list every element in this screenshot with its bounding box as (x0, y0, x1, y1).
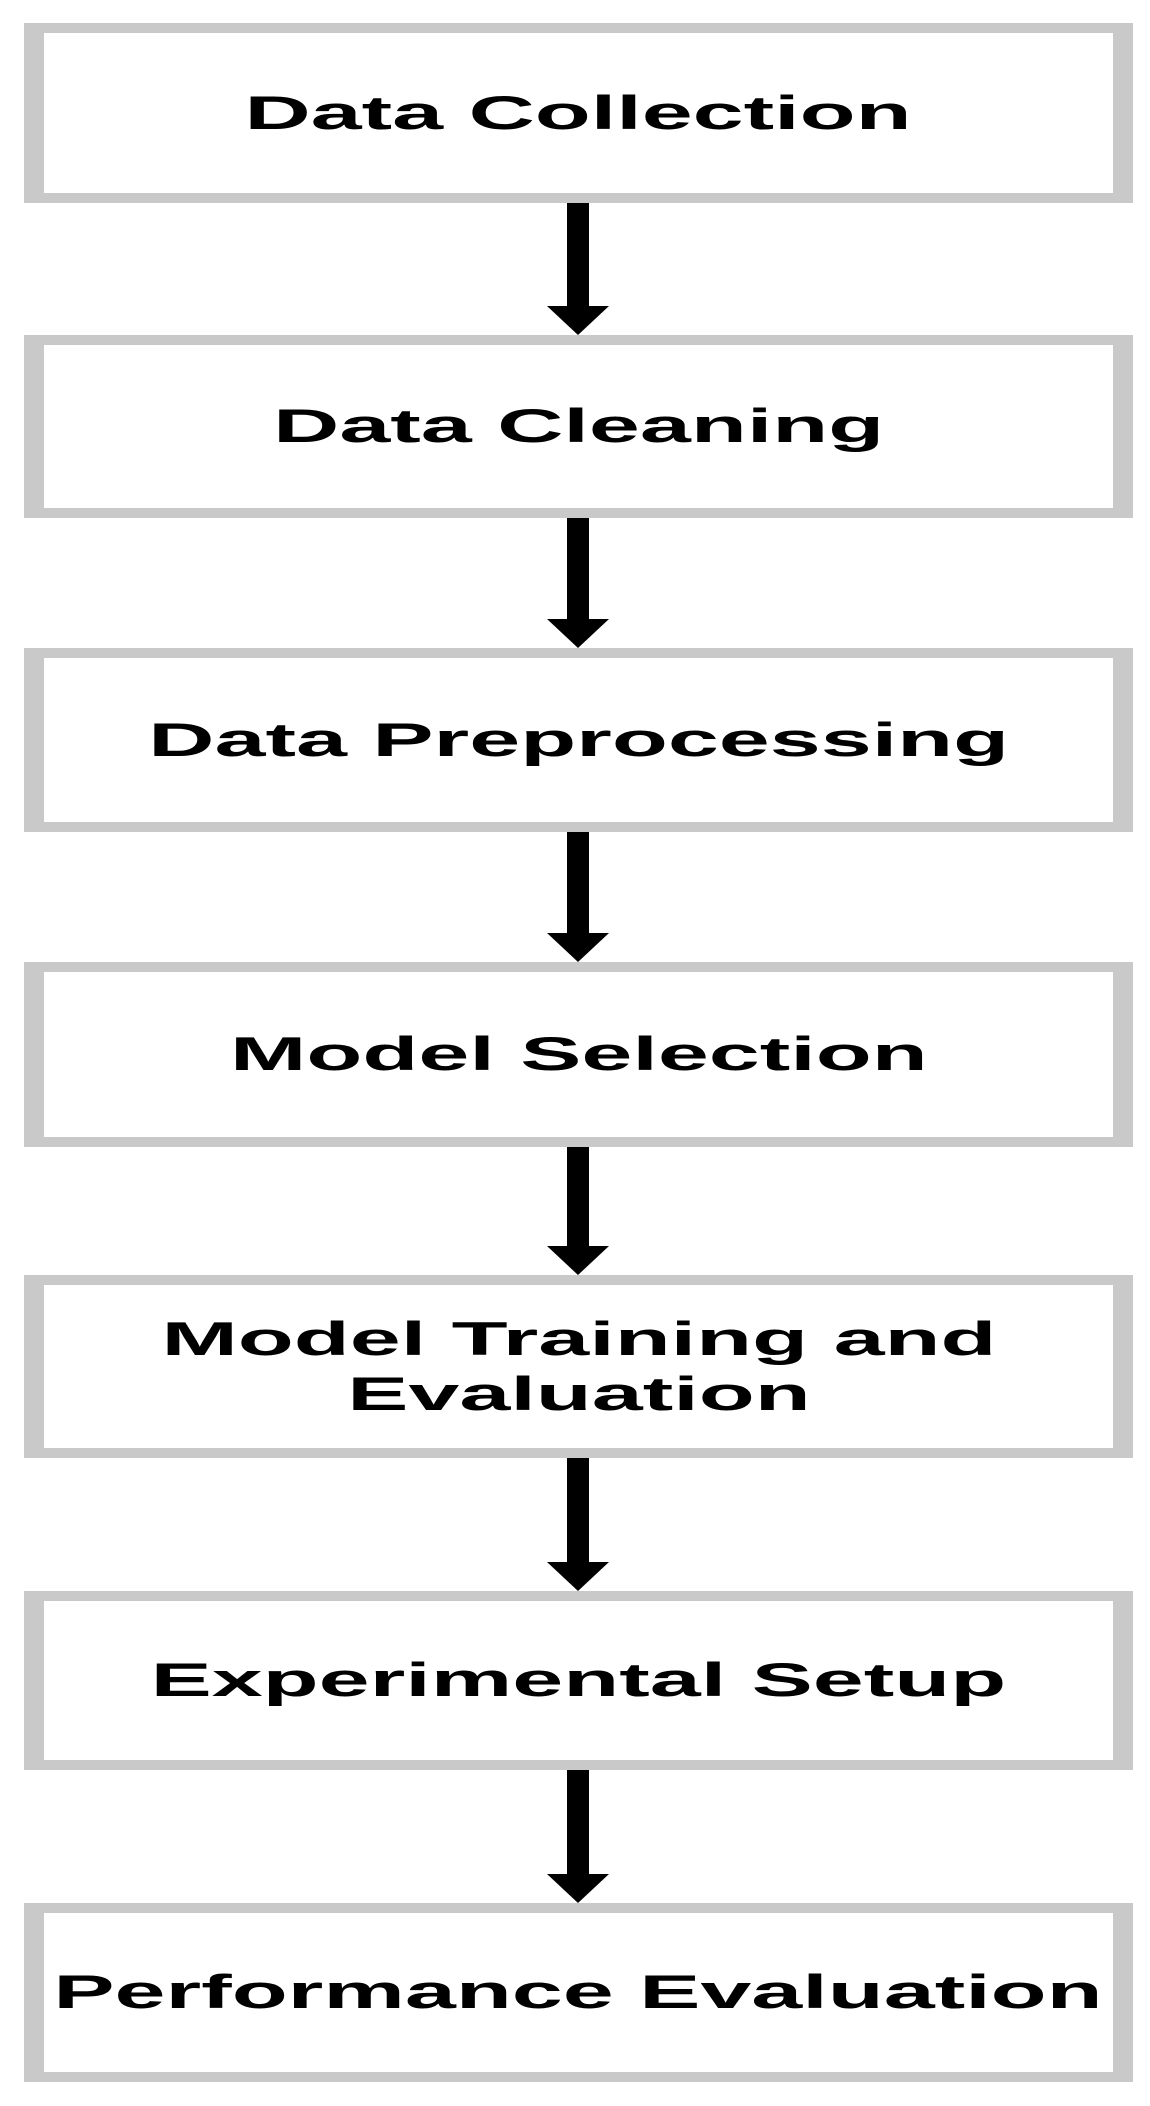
flow-step-label: Data Preprocessing (148, 712, 1009, 766)
flow-step-label: Data Cleaning (272, 399, 885, 453)
flow-step-data-collection: Data Collection (24, 23, 1133, 203)
arrow-head (547, 933, 609, 962)
flow-arrow-down-icon (547, 1458, 609, 1591)
flow-arrow-down-icon (547, 1147, 609, 1275)
flow-step-label: Performance Evaluation (53, 1965, 1104, 2019)
arrow-head (547, 1246, 609, 1275)
flow-step-label: Model Training and Evaluation (160, 1311, 997, 1420)
flow-step-performance-evaluation: Performance Evaluation (24, 1903, 1133, 2082)
flow-step-label: Model Selection (229, 1027, 928, 1081)
arrow-head (547, 306, 609, 335)
arrow-stem (567, 832, 589, 933)
flow-step-data-preprocessing: Data Preprocessing (24, 648, 1133, 832)
flow-step-label: Experimental Setup (150, 1653, 1007, 1707)
flow-arrow-down-icon (547, 832, 609, 962)
arrow-head (547, 619, 609, 648)
arrow-stem (567, 1458, 589, 1562)
arrow-stem (567, 1147, 589, 1246)
flow-step-model-training-and-evaluation: Model Training and Evaluation (24, 1275, 1133, 1458)
flow-step-experimental-setup: Experimental Setup (24, 1591, 1133, 1770)
flow-step-label: Data Collection (244, 85, 913, 139)
flow-step-data-cleaning: Data Cleaning (24, 335, 1133, 518)
arrow-stem (567, 518, 589, 619)
flow-arrow-down-icon (547, 1770, 609, 1903)
arrow-stem (567, 203, 589, 306)
flow-arrow-down-icon (547, 518, 609, 648)
arrow-head (547, 1562, 609, 1591)
arrow-head (547, 1874, 609, 1903)
arrow-stem (567, 1770, 589, 1874)
flow-arrow-down-icon (547, 203, 609, 335)
flow-step-model-selection: Model Selection (24, 962, 1133, 1147)
